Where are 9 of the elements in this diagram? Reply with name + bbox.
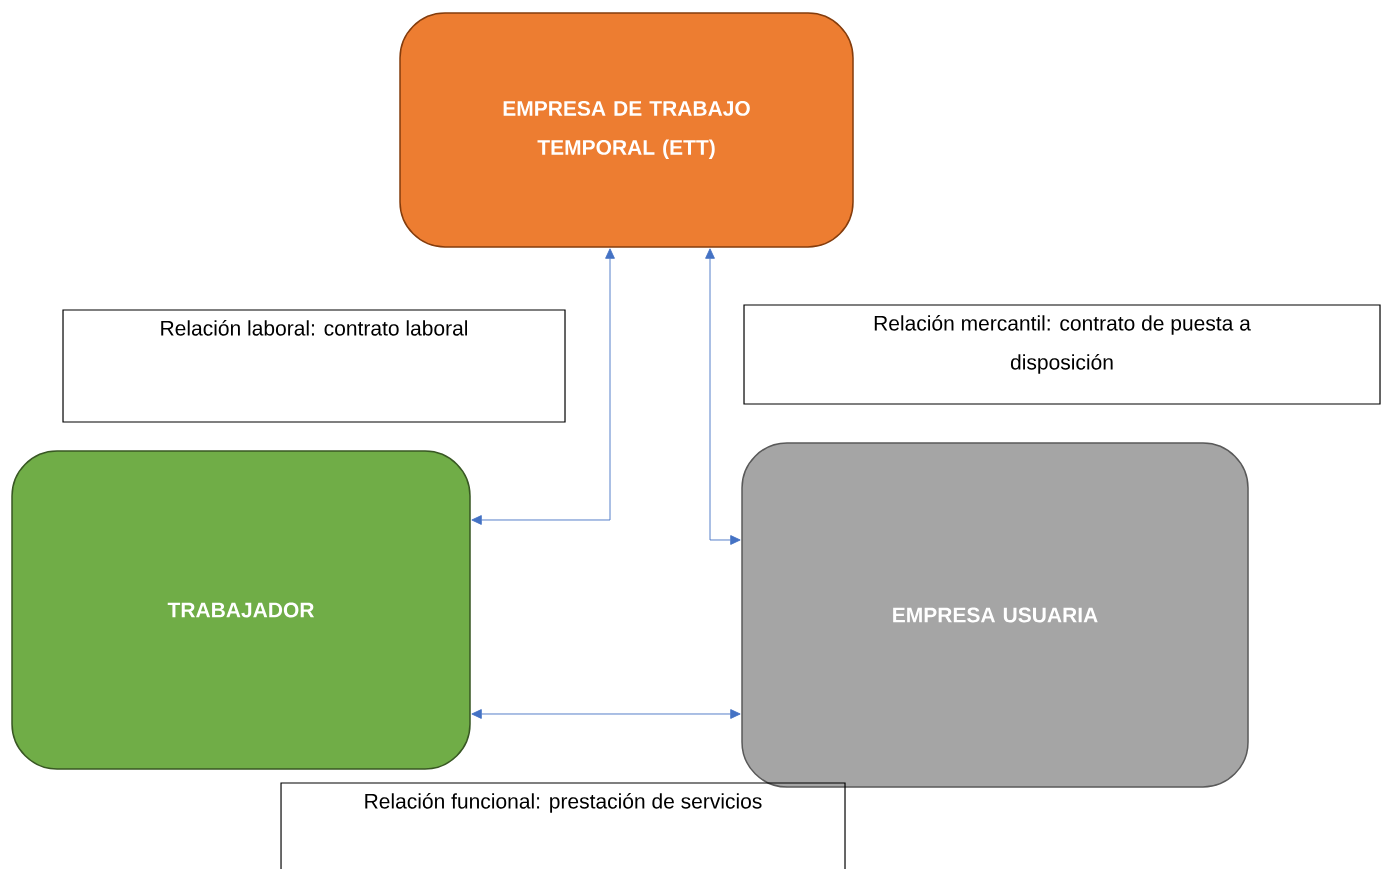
process-box: EMPRESA USUARIA [741,442,1249,788]
text-box: Relación mercantil: contrato de puesta a disposición [743,304,1381,405]
process-box: TRABAJADOR [11,450,471,770]
arrow [471,248,615,525]
arrow [471,709,741,719]
process-box: EMPRESA DE TRABAJO TEMPORAL (ETT) [399,12,854,248]
text-box: Relación laboral: contrato laboral [62,309,566,423]
arrow [705,248,741,545]
text-box: Relación funcional: prestación de servicios [280,782,846,869]
